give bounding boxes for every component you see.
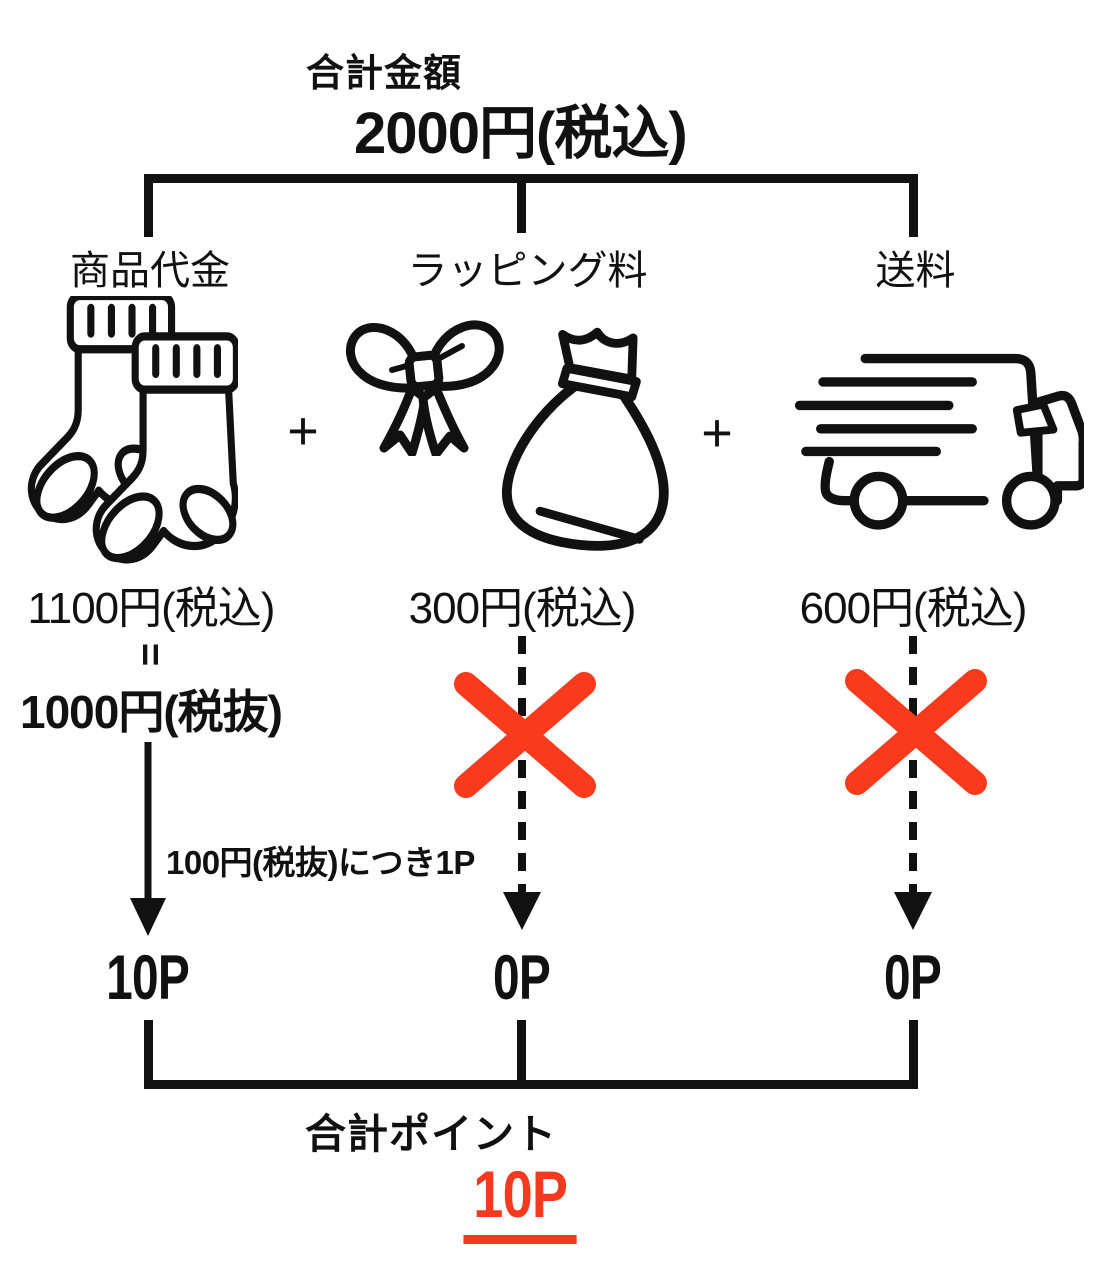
- top-bracket-right-drop: [909, 174, 918, 237]
- total-amount-value: 2000円(税込): [354, 101, 688, 166]
- cross-out-icon: [454, 672, 596, 798]
- gift-bag-icon: [502, 327, 669, 551]
- total-points-value: 10P: [420, 1156, 620, 1244]
- top-bracket-left-drop: [144, 174, 153, 237]
- column-label-shipping: 送料: [875, 249, 956, 293]
- solid-down-arrow: [130, 742, 166, 936]
- delivery-truck-icon: [794, 353, 1084, 530]
- top-bracket-bar: [144, 174, 918, 183]
- price-item-excl-tax: 1000円(税抜): [20, 686, 283, 738]
- ribbon-icon: [345, 320, 504, 456]
- price-item-incl-tax: 1100円(税込): [27, 584, 276, 633]
- bottom-bracket-center-drop: [517, 1020, 526, 1086]
- conversion-rate-note: 100円(税抜)につき1P: [166, 844, 475, 881]
- price-shipping-incl-tax: 600円(税込): [799, 584, 1028, 633]
- total-amount-label: 合計金額: [306, 53, 463, 95]
- bottom-bracket-left-drop: [144, 1020, 153, 1086]
- points-wrapping: 0P: [493, 943, 551, 1013]
- plus-sign: +: [287, 401, 319, 461]
- socks-icon: [26, 296, 238, 564]
- column-label-wrapping: ラッピング料: [407, 249, 648, 293]
- price-wrapping-incl-tax: 300円(税込): [408, 584, 637, 633]
- dashed-down-arrow: [503, 636, 541, 930]
- total-points-label: 合計ポイント: [305, 1111, 557, 1157]
- equals-sign: =: [128, 642, 173, 667]
- dashed-down-arrow: [894, 636, 932, 930]
- cross-out-icon: [845, 669, 987, 795]
- bottom-bracket-right-drop: [909, 1020, 918, 1086]
- plus-sign: +: [701, 403, 733, 463]
- points-item: 10P: [106, 943, 191, 1013]
- column-label-item: 商品代金: [70, 249, 230, 293]
- points-shipping: 0P: [884, 943, 942, 1013]
- top-bracket-center-drop: [517, 174, 526, 233]
- bottom-bracket-bar: [144, 1080, 918, 1089]
